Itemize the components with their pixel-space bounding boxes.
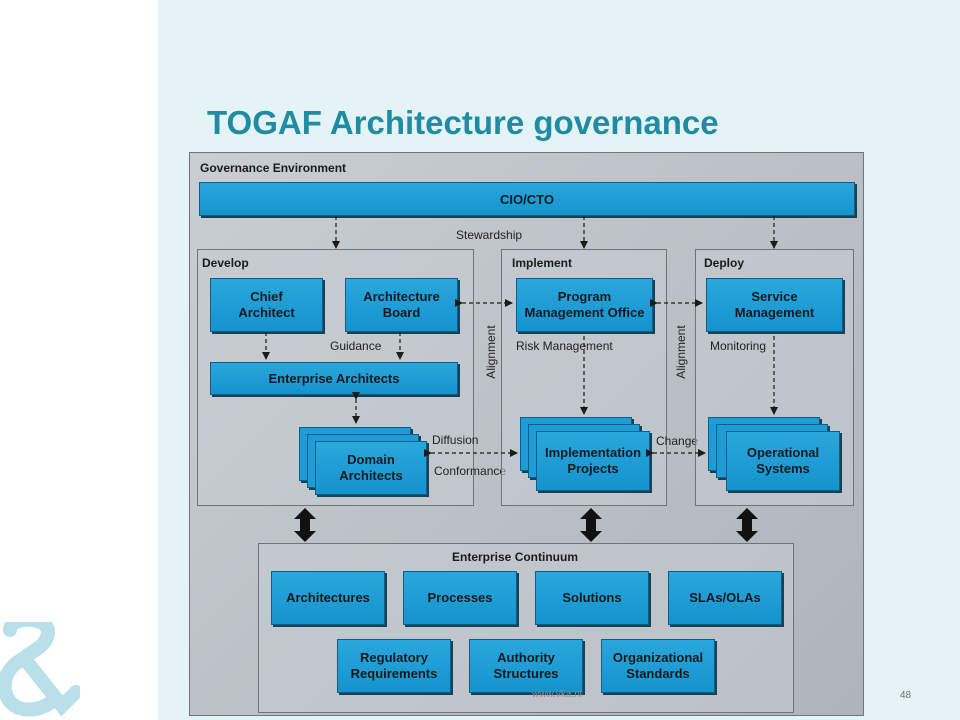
- implement-label: Implement: [512, 256, 573, 270]
- chief-architect-box: Chief Architect: [210, 278, 323, 332]
- conformance-label: Conformance: [434, 464, 507, 478]
- ampersand-logo-icon: [0, 622, 80, 717]
- enterprise-continuum-label: Enterprise Continuum: [452, 550, 579, 564]
- diagram-arrows: [262, 216, 778, 542]
- program-management-office-box: Program Management Office: [516, 278, 653, 332]
- implementation-projects-box: Implementation Projects: [536, 431, 650, 491]
- develop-continuum-double-arrow-icon: [294, 508, 316, 542]
- processes-box: Processes: [403, 571, 517, 625]
- implement-continuum-double-arrow-icon: [580, 508, 602, 542]
- governance-diagram: Governance Environment CIO/CTO Stewardsh…: [189, 152, 864, 716]
- domain-architects-box: Domain Architects: [315, 441, 427, 495]
- page-number: 48: [900, 690, 912, 701]
- develop-label: Develop: [202, 256, 249, 270]
- deploy-label: Deploy: [704, 256, 745, 270]
- regulatory-requirements-box: Regulatory Requirements: [337, 639, 451, 693]
- solutions-box: Solutions: [535, 571, 649, 625]
- stewardship-label: Stewardship: [456, 228, 523, 242]
- left-sidebar-panel: [0, 0, 158, 720]
- monitoring-label: Monitoring: [710, 339, 767, 353]
- risk-management-label: Risk Management: [516, 339, 613, 353]
- deploy-continuum-double-arrow-icon: [736, 508, 758, 542]
- cio-cto-bar: CIO/CTO: [199, 182, 855, 216]
- service-management-box: Service Management: [706, 278, 843, 332]
- enterprise-architects-bar: Enterprise Architects: [210, 362, 458, 395]
- authority-structures-box: Authority Structures: [469, 639, 583, 693]
- footer-url[interactable]: www.vka.nl: [532, 689, 583, 700]
- slide-title: TOGAF Architecture governance: [207, 104, 719, 141]
- architecture-board-box: Architecture Board: [345, 278, 458, 332]
- operational-systems-box: Operational Systems: [726, 431, 840, 491]
- diffusion-label: Diffusion: [432, 433, 479, 447]
- guidance-label: Guidance: [330, 339, 382, 353]
- change-label: Change: [656, 434, 699, 448]
- governance-environment-label: Governance Environment: [200, 161, 347, 175]
- architectures-box: Architectures: [271, 571, 385, 625]
- organizational-standards-box: Organizational Standards: [601, 639, 715, 693]
- slas-olas-box: SLAs/OLAs: [668, 571, 782, 625]
